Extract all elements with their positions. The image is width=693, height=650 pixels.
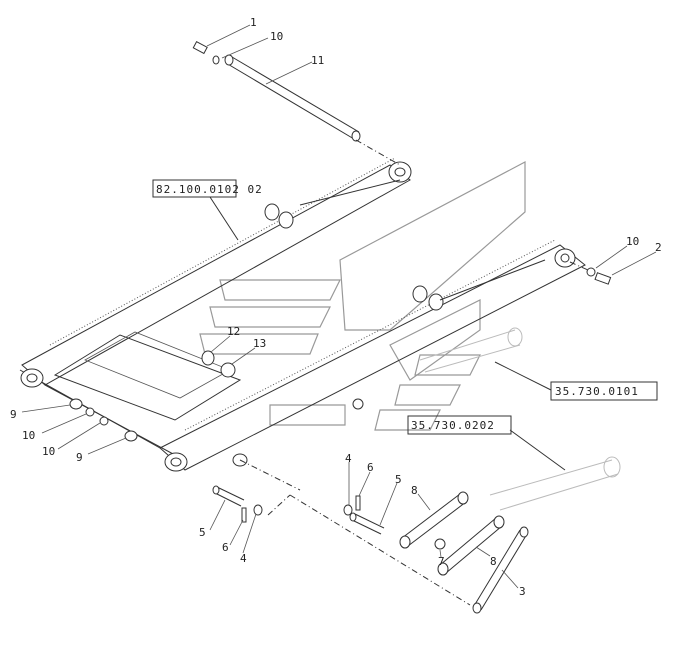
reference-box-35-730-0202[interactable]: 35.730.0202 xyxy=(407,415,512,435)
clip-6-left xyxy=(241,507,247,523)
callout-6: 6 xyxy=(222,541,229,554)
washer-10-right xyxy=(586,267,596,277)
callout-10: 10 xyxy=(270,30,283,43)
reference-label: 82.100.0102 02 xyxy=(156,183,263,196)
reference-box-82-100[interactable]: 82.100.0102 02 xyxy=(152,179,263,198)
callout-12: 12 xyxy=(227,325,240,338)
reference-box-35-730-0101[interactable]: 35.730.0101 xyxy=(550,381,658,401)
callout-3: 3 xyxy=(519,585,526,598)
callout-5: 5 xyxy=(395,473,402,486)
callout-8: 8 xyxy=(411,484,418,497)
reference-label: 35.730.0202 xyxy=(411,419,495,432)
ring-4-left xyxy=(253,504,263,516)
clip-6-center xyxy=(355,495,361,511)
washer-10-top xyxy=(212,55,220,65)
ring-4-center xyxy=(343,504,353,516)
bushing-12 xyxy=(201,350,215,366)
washer-9-left xyxy=(69,398,83,410)
bolt-1 xyxy=(192,40,208,55)
callout-11: 11 xyxy=(311,54,324,67)
callout-7: 7 xyxy=(438,555,445,568)
pin-8-a xyxy=(399,491,469,549)
washer-13 xyxy=(220,362,236,378)
callout-labels: 1 10 11 10 2 12 13 9 10 10 9 4 6 5 8 7 8… xyxy=(10,16,662,598)
callout-10: 10 xyxy=(626,235,639,248)
watermark-logo xyxy=(199,161,526,431)
callout-4: 4 xyxy=(345,452,352,465)
washer-9-lower xyxy=(124,430,138,442)
callout-5: 5 xyxy=(199,526,206,539)
callout-leaders xyxy=(21,24,657,589)
hydraulic-cylinder xyxy=(419,327,621,511)
washer-10-left-a xyxy=(85,407,95,417)
pin-11 xyxy=(224,54,361,142)
callout-9: 9 xyxy=(10,408,17,421)
callout-9: 9 xyxy=(76,451,83,464)
pin-5-center xyxy=(349,512,385,535)
callout-10: 10 xyxy=(42,445,55,458)
callout-6: 6 xyxy=(367,461,374,474)
callout-1: 1 xyxy=(250,16,257,29)
pin-5-left xyxy=(212,485,245,507)
nut-7 xyxy=(434,538,446,550)
callout-4: 4 xyxy=(240,552,247,565)
washer-10-left-b xyxy=(99,416,109,426)
callout-10: 10 xyxy=(22,429,35,442)
bolt-2 xyxy=(594,272,612,285)
callout-8: 8 xyxy=(490,555,497,568)
callout-13: 13 xyxy=(253,337,266,350)
callout-2: 2 xyxy=(655,241,662,254)
reference-label: 35.730.0101 xyxy=(555,385,639,398)
pin-8-b xyxy=(437,515,505,576)
pin-3 xyxy=(472,526,529,614)
